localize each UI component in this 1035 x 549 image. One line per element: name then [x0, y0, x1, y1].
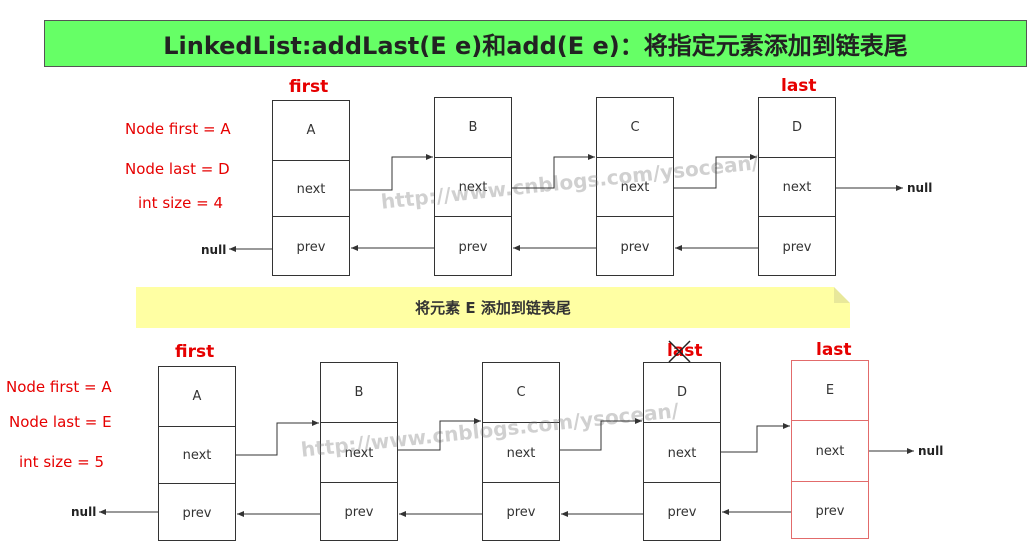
node-next: next [759, 157, 835, 217]
node-prev: prev [759, 216, 835, 277]
node-next: next [159, 426, 235, 484]
node-prev: prev [321, 482, 397, 542]
bottom-next-arrow-c-d [560, 418, 642, 451]
bottom-node-e-new: E next prev [791, 360, 869, 539]
title-banner: LinkedList:addLast(E e)和add(E e)：将指定元素添加… [44, 20, 1027, 67]
top-node-b: B next prev [434, 97, 512, 276]
top-info-last: Node last = D [125, 160, 230, 178]
node-next: next [644, 422, 720, 483]
top-info-first: Node first = A [125, 120, 231, 138]
diagram-title: LinkedList:addLast(E e)和add(E e)：将指定元素添加… [163, 32, 908, 60]
node-next: next [597, 157, 673, 217]
node-item: A [306, 123, 316, 138]
top-next-arrow-b-c [512, 154, 595, 189]
old-last-cross-out-icon [668, 340, 691, 363]
top-null-next: null [907, 181, 933, 195]
bottom-last-label: last [816, 340, 852, 360]
bottom-next-arrow-d-e [721, 423, 790, 453]
node-next: next [321, 422, 397, 483]
bottom-node-c: C next prev [482, 362, 560, 541]
node-item: B [354, 385, 364, 400]
node-item: C [630, 120, 640, 135]
top-info-size: int size = 4 [138, 194, 224, 212]
node-item: E [825, 383, 835, 398]
banner-fold [834, 287, 850, 303]
node-item: A [192, 389, 202, 404]
node-item: C [516, 385, 526, 400]
node-item: B [468, 120, 478, 135]
bottom-node-a: A next prev [158, 366, 236, 541]
step-banner: 将元素 E 添加到链表尾 [136, 287, 850, 328]
step-banner-text: 将元素 E 添加到链表尾 [415, 299, 571, 317]
bottom-info-last: Node last = E [9, 413, 112, 431]
bottom-info-first: Node first = A [6, 378, 112, 396]
bottom-null-prev: null [71, 505, 97, 519]
top-last-label: last [781, 76, 817, 96]
top-node-d: D next prev [758, 97, 836, 276]
bottom-next-arrow-a-b [236, 420, 319, 456]
node-next: next [435, 157, 511, 217]
node-prev: prev [273, 216, 349, 277]
top-null-prev: null [201, 243, 227, 257]
bottom-next-arrow-b-c [398, 418, 481, 451]
node-prev: prev [483, 482, 559, 542]
top-node-c: C next prev [596, 97, 674, 276]
node-next: next [483, 422, 559, 483]
node-next: next [273, 160, 349, 217]
node-prev: prev [597, 216, 673, 277]
bottom-null-next: null [918, 444, 944, 458]
node-prev: prev [159, 483, 235, 542]
top-next-arrow-a-b [350, 154, 433, 191]
node-next: next [792, 420, 868, 482]
node-item: D [676, 385, 687, 400]
bottom-node-b: B next prev [320, 362, 398, 541]
top-node-a: A next prev [272, 100, 350, 276]
bottom-info-size: int size = 5 [19, 453, 105, 471]
top-first-label: first [289, 77, 329, 97]
bottom-first-label: first [175, 342, 215, 362]
node-prev: prev [435, 216, 511, 277]
node-item: D [791, 120, 802, 135]
top-next-arrow-c-d [674, 154, 757, 189]
node-prev: prev [644, 482, 720, 542]
bottom-node-d: D next prev [643, 362, 721, 541]
node-prev: prev [792, 481, 868, 540]
